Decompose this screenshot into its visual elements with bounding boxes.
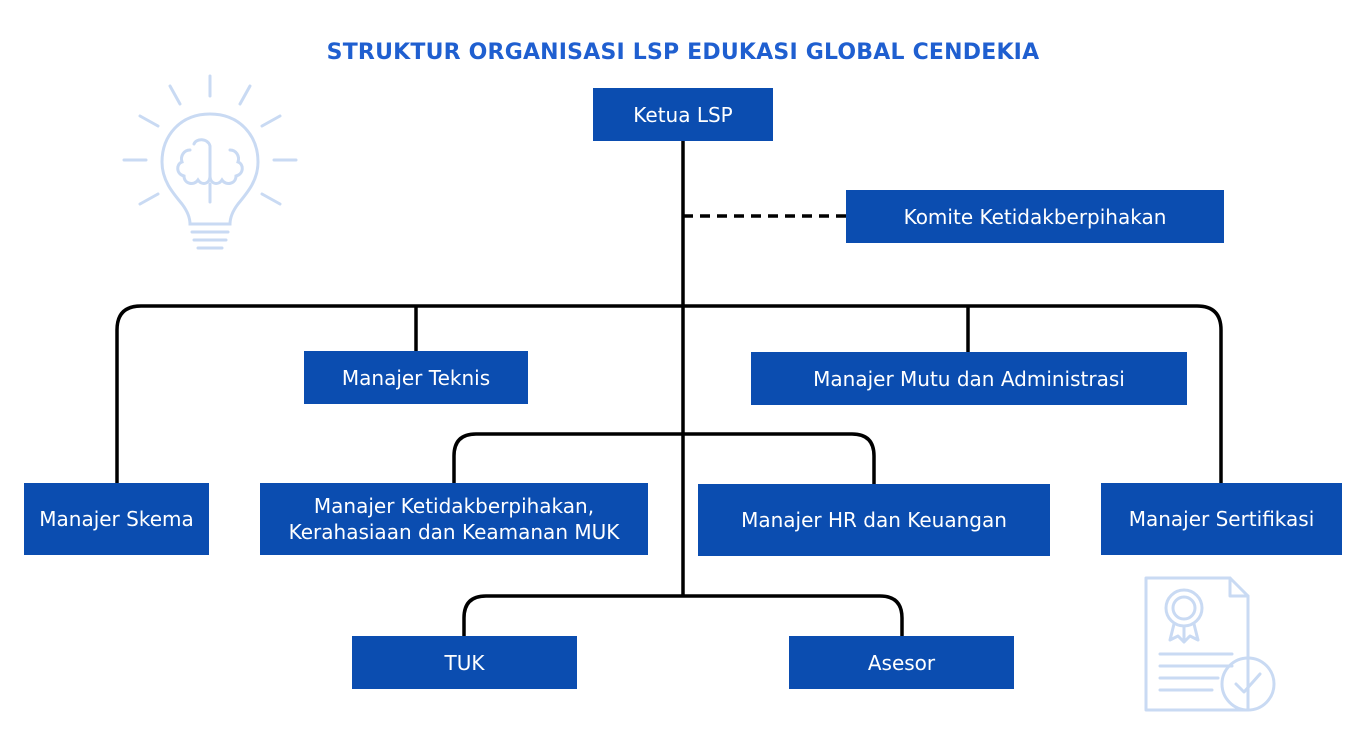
edge-tuk-asesor <box>462 594 904 636</box>
node-ketua-lsp: Ketua LSP <box>593 88 773 141</box>
node-tuk: TUK <box>352 636 577 689</box>
node-manajer-teknis: Manajer Teknis <box>304 351 528 404</box>
edge-skema-sertifikasi <box>115 304 1223 484</box>
edge-ketidakberpihakan-hr <box>452 432 876 484</box>
node-manajer-sertifikasi: Manajer Sertifikasi <box>1101 483 1342 555</box>
certificate-icon <box>1144 576 1276 712</box>
node-manajer-ketidakberpihakan: Manajer Ketidakberpihakan, Kerahasiaan d… <box>260 483 648 555</box>
chart-title: STRUKTUR ORGANISASI LSP EDUKASI GLOBAL C… <box>326 40 1040 65</box>
node-manajer-skema: Manajer Skema <box>24 483 209 555</box>
lightbulb-brain-icon <box>122 74 298 250</box>
node-manajer-mutu: Manajer Mutu dan Administrasi <box>751 352 1187 405</box>
node-manajer-hr-keuangan: Manajer HR dan Keuangan <box>698 484 1050 556</box>
node-komite-ketidakberpihakan: Komite Ketidakberpihakan <box>846 190 1224 243</box>
node-asesor: Asesor <box>789 636 1014 689</box>
